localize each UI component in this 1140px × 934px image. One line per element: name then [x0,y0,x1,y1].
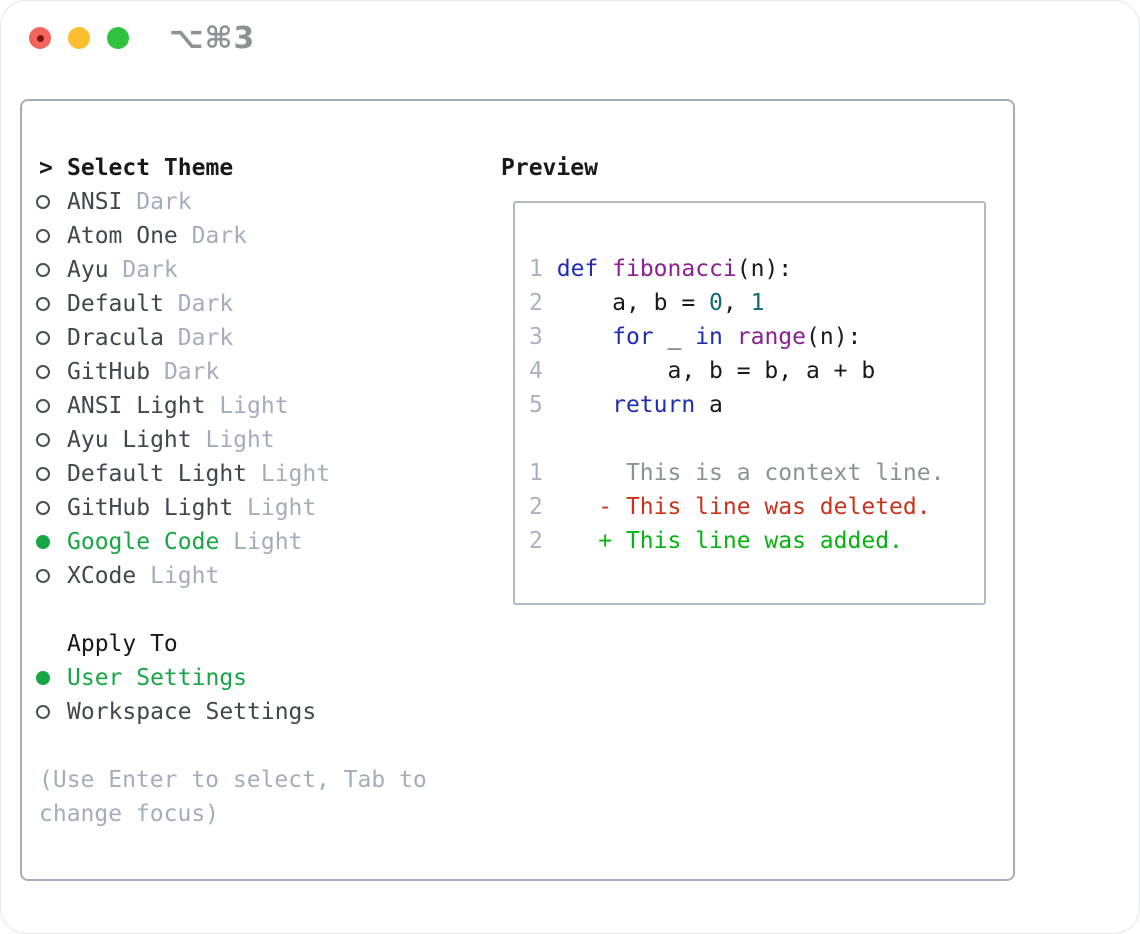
code-line: 2 a, b = 0, 1 [529,290,765,316]
zoom-button[interactable] [107,27,129,49]
option-name: Default [67,291,164,317]
option-variant: Light [205,393,289,419]
apply-option-user-settings[interactable]: User Settings [36,661,501,695]
theme-option-ansi-light[interactable]: ANSI Light Light [36,389,501,423]
radio-selected-icon [36,535,50,549]
radio-icon [36,433,50,447]
radio-icon [36,195,50,209]
theme-option-default-light[interactable]: Default Light Light [36,457,501,491]
option-variant: Dark [122,189,192,215]
option-variant: Light [219,529,303,555]
option-name: Ayu Light [67,427,192,453]
option-name: GitHub Light [67,495,234,521]
option-variant: Dark [163,291,234,317]
unsaved-dot-icon [36,34,44,42]
theme-option-dracula[interactable]: Dracula Dark [36,321,501,355]
option-variant: Dark [150,359,220,385]
main-panel: > Select Theme ANSI Dark Atom One Dark A… [20,99,1015,881]
radio-icon [36,297,50,311]
traffic-lights [29,27,129,49]
theme-option-default[interactable]: Default Dark [36,287,501,321]
preview-column: Preview 1 def fibonacci(n): 2 a, b = 0, 1… [501,151,989,605]
theme-option-ansi[interactable]: ANSI Dark [36,185,501,219]
option-name: XCode [67,563,137,589]
line-number: 1 [529,460,543,486]
code-line: 4 a, b = b, a + b [529,358,876,384]
apply-option-workspace-settings[interactable]: Workspace Settings [36,695,501,729]
preview-header-row: Preview [501,151,989,185]
spacer [529,422,984,456]
theme-option-ayu[interactable]: Ayu Dark [36,253,501,287]
option-name: User Settings [67,665,248,691]
option-name: ANSI [67,189,123,215]
theme-option-ayu-light[interactable]: Ayu Light Light [36,423,501,457]
apply-to-header-row: Apply To [39,627,501,661]
line-number: 3 [529,324,543,350]
titlebar: ⌥⌘3 [1,1,1139,75]
theme-option-github-light[interactable]: GitHub Light Light [36,491,501,525]
line-number: 5 [529,392,543,418]
option-variant: Light [247,461,331,487]
option-variant: Dark [108,257,178,283]
option-name: Default Light [67,461,248,487]
radio-selected-icon [36,671,50,685]
theme-list-header: Select Theme [67,155,234,181]
option-name: Ayu [67,257,109,283]
option-name: Workspace Settings [67,699,317,725]
radio-icon [36,365,50,379]
code-line: 1 def fibonacci(n): [529,256,793,282]
diff-block: 1 This is a context line. 2 - This line w… [529,456,984,558]
preview-header: Preview [501,155,598,181]
theme-list-header-row: > Select Theme [39,151,501,185]
theme-column: > Select Theme ANSI Dark Atom One Dark A… [36,151,501,831]
code-line: 5 return a [529,392,723,418]
option-variant: Light [136,563,220,589]
option-variant: Dark [177,223,248,249]
radio-icon [36,467,50,481]
theme-list: ANSI Dark Atom One Dark Ayu Dark Default… [36,185,501,593]
option-name: GitHub [67,359,151,385]
radio-icon [36,705,50,719]
code-line: 3 for _ in range(n): [529,324,862,350]
radio-icon [36,263,50,277]
minimize-button[interactable] [68,27,90,49]
spacer [39,593,501,627]
radio-icon [36,399,50,413]
radio-icon [36,501,50,515]
line-number: 2 [529,494,543,520]
theme-option-google-code[interactable]: Google Code Light [36,525,501,559]
apply-to-header: Apply To [67,631,178,657]
option-name: Atom One [67,223,178,249]
option-variant: Dark [163,325,234,351]
theme-option-github[interactable]: GitHub Dark [36,355,501,389]
code-block: 1 def fibonacci(n): 2 a, b = 0, 1 3 for _ … [529,252,984,422]
line-number: 1 [529,256,543,282]
option-name: Dracula [67,325,164,351]
line-number: 4 [529,358,543,384]
window-title: ⌥⌘3 [169,21,256,56]
apply-to-list: User Settings Workspace Settings [36,661,501,729]
keyboard-hint: (Use Enter to select, Tab to change focu… [39,767,427,827]
theme-option-xcode[interactable]: XCode Light [36,559,501,593]
preview-box: 1 def fibonacci(n): 2 a, b = 0, 1 3 for _ … [513,201,986,605]
option-variant: Light [233,495,317,521]
line-number: 2 [529,290,543,316]
diff-line-deleted: 2 - This line was deleted. [529,494,931,520]
theme-option-atom-one[interactable]: Atom One Dark [36,219,501,253]
radio-icon [36,331,50,345]
chevron-icon: > [39,155,53,181]
radio-icon [36,229,50,243]
option-variant: Light [191,427,275,453]
diff-line-added: 2 + This line was added. [529,528,903,554]
spacer [39,729,501,763]
radio-icon [36,569,50,583]
line-number: 2 [529,528,543,554]
close-button[interactable] [29,27,51,49]
option-name: Google Code [67,529,220,555]
option-name: ANSI Light [67,393,206,419]
diff-line-context: 1 This is a context line. [529,460,945,486]
